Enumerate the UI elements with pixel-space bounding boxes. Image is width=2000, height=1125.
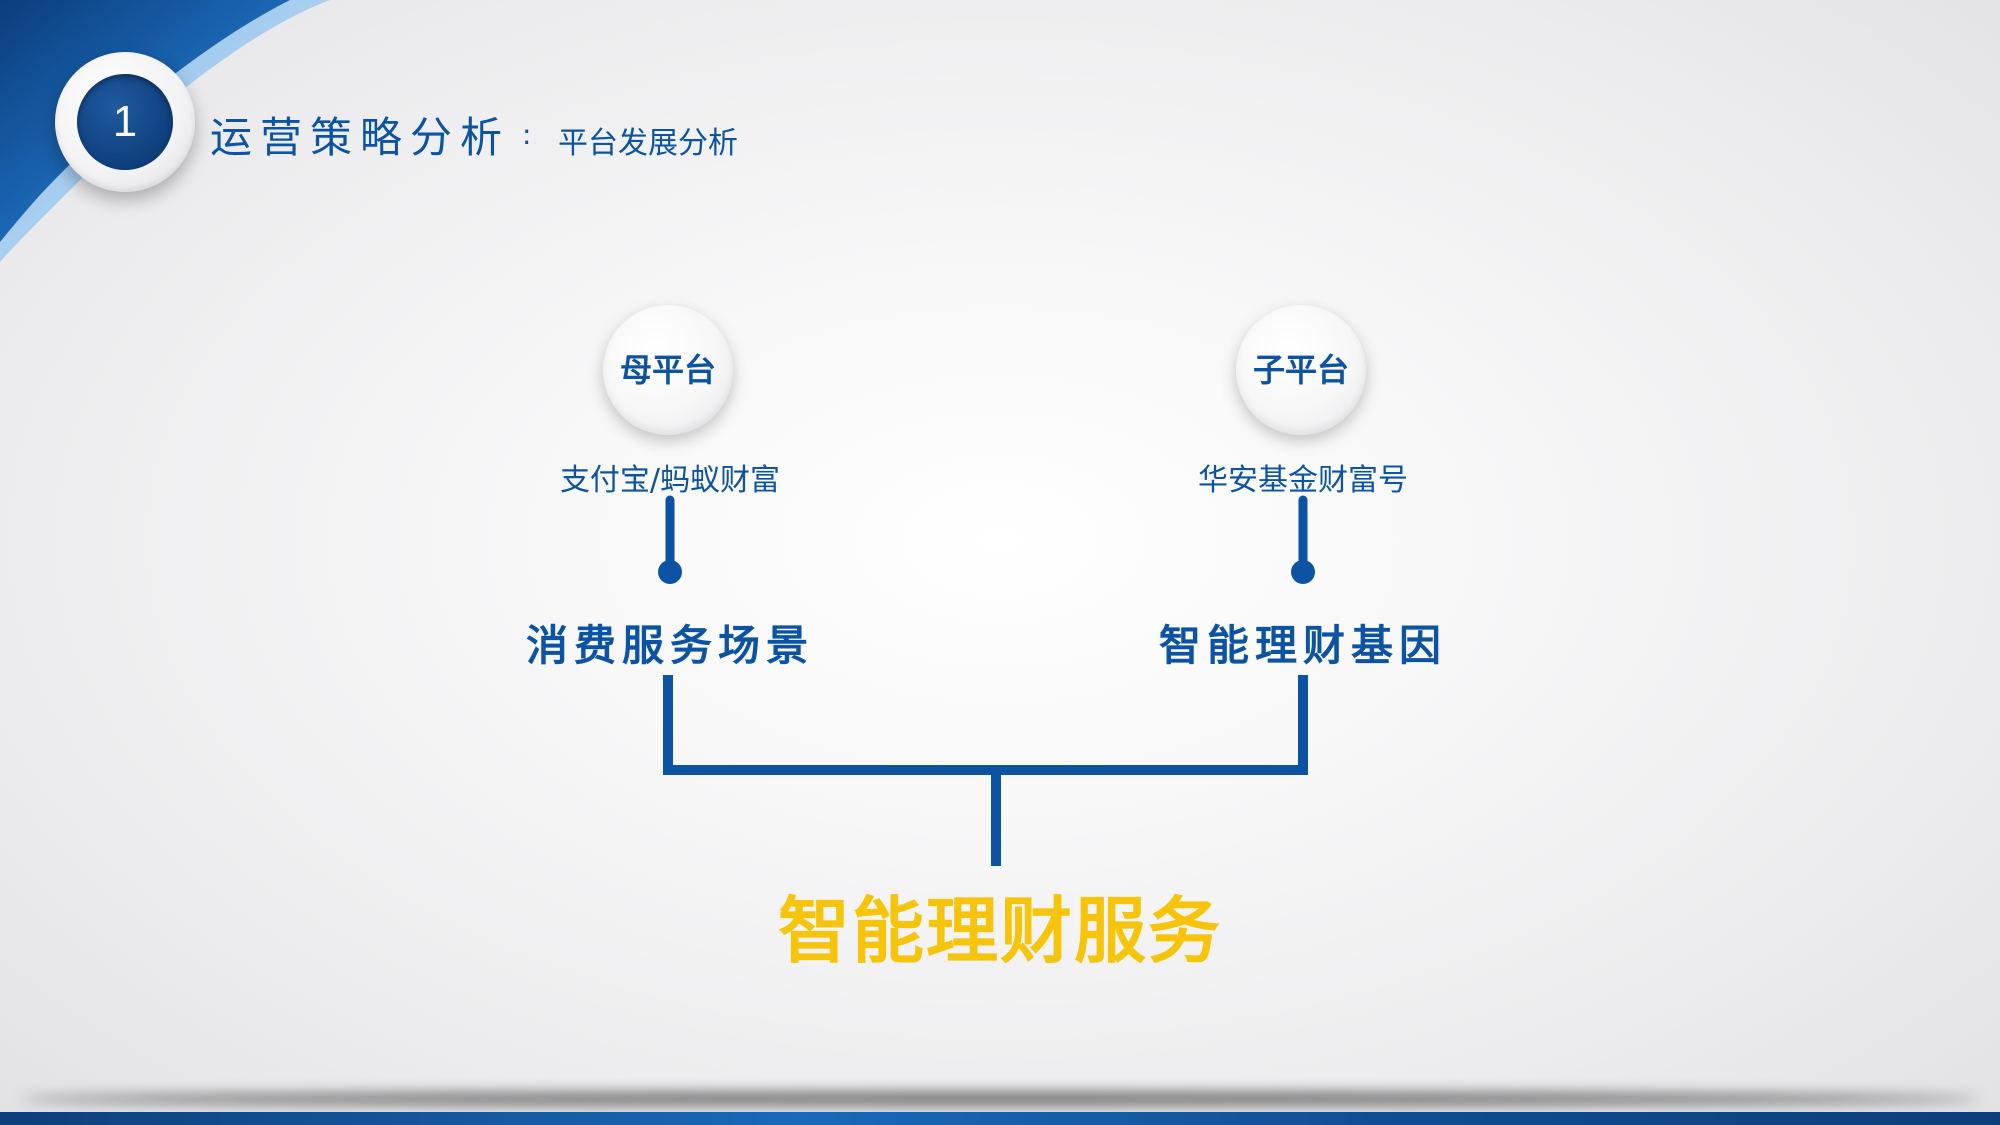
- right-stem-dot: [1291, 560, 1315, 584]
- result-label: 智能理财服务: [777, 889, 1222, 973]
- parent-platform-node: 母平台: [603, 305, 733, 435]
- left-stem-dot: [658, 560, 682, 584]
- bottom-bar-decoration: [0, 1112, 2000, 1125]
- section-number-badge: 1: [55, 52, 195, 192]
- page-title: 运营策略分析: [210, 113, 511, 162]
- parent-platform-heading: 消费服务场景: [525, 621, 814, 670]
- title-separator: :: [522, 118, 532, 151]
- merge-bracket-line: [663, 675, 1308, 775]
- child-platform-caption: 华安基金财富号: [1198, 463, 1408, 498]
- bottom-shadow-decoration: [20, 1092, 1980, 1106]
- section-number: 1: [77, 74, 173, 170]
- parent-platform-caption: 支付宝/蚂蚁财富: [559, 463, 781, 498]
- page-subtitle: 平台发展分析: [558, 126, 738, 161]
- child-platform-node: 子平台: [1236, 305, 1366, 435]
- child-platform-heading: 智能理财基因: [1158, 621, 1447, 670]
